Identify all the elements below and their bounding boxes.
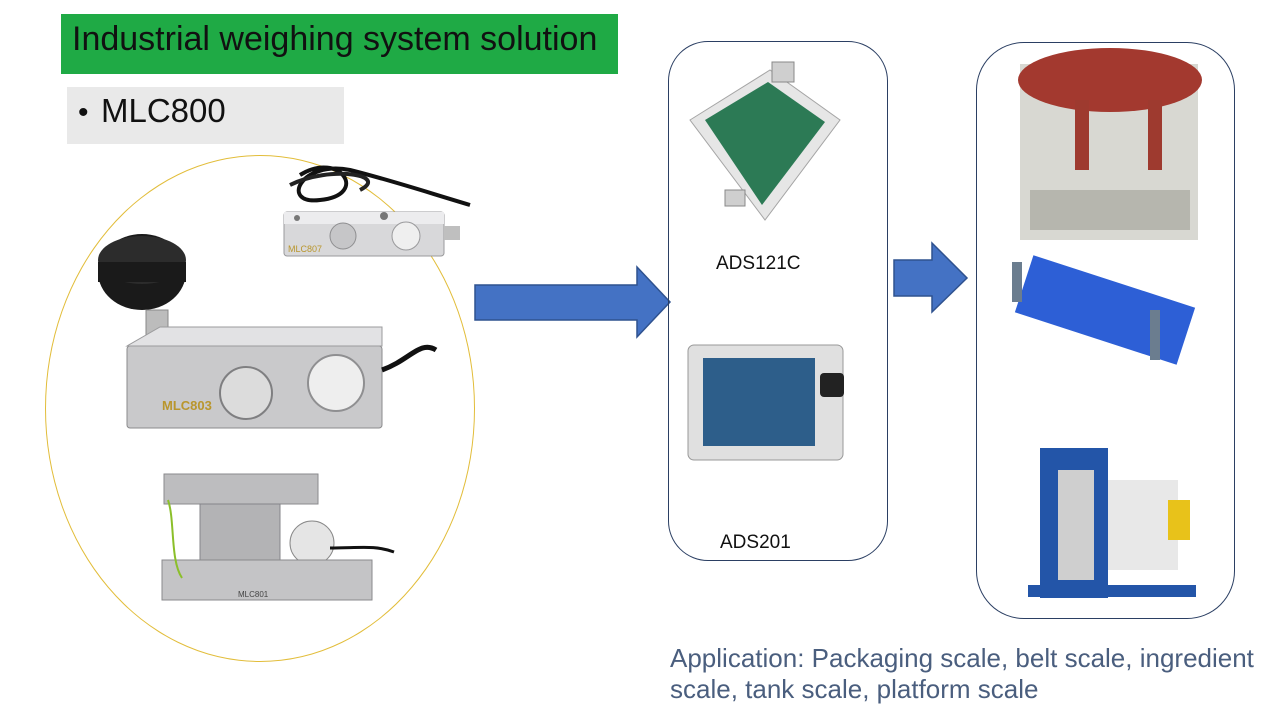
flow-arrow-icon bbox=[474, 265, 672, 339]
mlc807-label: MLC807 bbox=[288, 244, 322, 254]
subtitle-box bbox=[67, 87, 344, 144]
mlc803-image bbox=[98, 234, 438, 429]
mlc801-image bbox=[161, 473, 395, 601]
ads201-image bbox=[687, 344, 844, 461]
load-cell-group-outline bbox=[45, 155, 475, 662]
page-title: Industrial weighing system solution bbox=[72, 20, 598, 58]
ads121c-label: ADS121C bbox=[716, 253, 801, 274]
application-text: Application: Packaging scale, belt scale… bbox=[670, 643, 1254, 704]
ads201-label: ADS201 bbox=[720, 532, 791, 553]
ingredient-scale-image bbox=[1028, 448, 1196, 598]
ads121c-image bbox=[689, 61, 841, 221]
mlc801-label: MLC801 bbox=[238, 590, 269, 599]
subtitle: MLC800 bbox=[101, 92, 226, 129]
application-panel bbox=[976, 42, 1235, 619]
title-bar bbox=[61, 14, 618, 74]
bullet: • bbox=[78, 96, 89, 129]
tank-scale-image bbox=[1018, 48, 1202, 240]
flow-arrow-icon bbox=[893, 241, 969, 314]
belt-scale-image bbox=[1012, 255, 1196, 365]
transmitter-panel bbox=[668, 41, 888, 561]
mlc807-image bbox=[283, 165, 471, 257]
mlc803-label: MLC803 bbox=[162, 398, 212, 413]
